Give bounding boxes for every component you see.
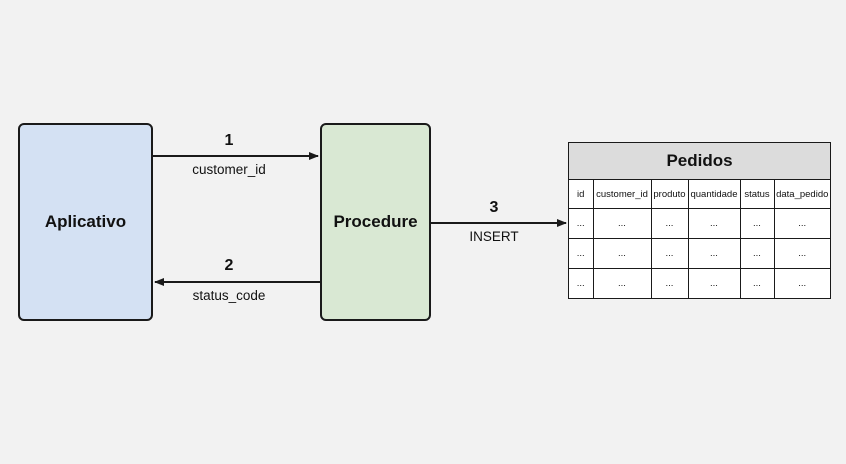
table-cell: ...	[569, 268, 594, 298]
table-cell: ...	[688, 268, 741, 298]
table-cell: ...	[774, 208, 830, 239]
table-cell: ...	[740, 268, 775, 298]
edge-3-number: 3	[489, 199, 499, 216]
column-header-produto: produto	[651, 180, 689, 209]
table-row: ... ... ... ... ... ...	[569, 268, 830, 298]
table-title: Pedidos	[569, 143, 830, 180]
edge-3-label: INSERT	[469, 229, 519, 244]
column-header-data-pedido: data_pedido	[774, 180, 830, 209]
table-cell: ...	[688, 238, 741, 269]
table-cell: ...	[593, 268, 652, 298]
aplicativo-node: Aplicativo	[18, 123, 153, 321]
table-cell: ...	[740, 208, 775, 239]
table-cell: ...	[740, 238, 775, 269]
edge-2-number: 2	[224, 257, 234, 274]
pedidos-table: Pedidos id customer_id produto quantidad…	[568, 142, 831, 299]
column-header-status: status	[740, 180, 775, 209]
table-cell: ...	[688, 208, 741, 239]
table-grid: id customer_id produto quantidade status…	[569, 180, 830, 298]
column-header-id: id	[569, 180, 594, 209]
edge-1-label: customer_id	[192, 162, 266, 177]
table-cell: ...	[774, 238, 830, 269]
table-header-row: id customer_id produto quantidade status…	[569, 180, 830, 209]
edge-1-number: 1	[224, 132, 234, 149]
table-row: ... ... ... ... ... ...	[569, 238, 830, 269]
table-cell: ...	[798, 278, 807, 289]
table-cell: ...	[651, 238, 689, 269]
procedure-label: Procedure	[333, 212, 418, 231]
table-row: ... ... ... ... ... ...	[569, 208, 830, 239]
table-cell: ...	[593, 208, 652, 239]
column-header-customer-id: customer_id	[593, 180, 652, 209]
table-cell: ...	[651, 208, 689, 239]
edge-2-label: status_code	[192, 288, 266, 303]
table-cell: ...	[569, 208, 594, 239]
aplicativo-label: Aplicativo	[44, 212, 127, 231]
column-header-quantidade: quantidade	[688, 180, 741, 209]
procedure-node: Procedure	[320, 123, 431, 321]
table-cell: ...	[593, 238, 652, 269]
table-cell: ...	[569, 238, 594, 269]
table-cell: ...	[651, 268, 689, 298]
